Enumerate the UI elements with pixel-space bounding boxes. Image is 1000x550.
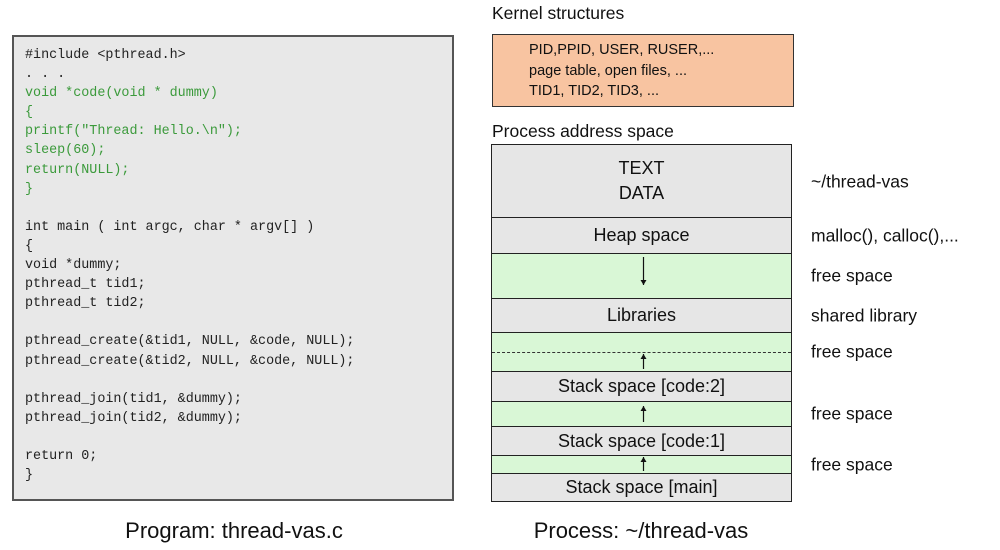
side-label-text-data: ~/thread-vas [811, 171, 909, 191]
code-line: pthread_create(&tid1, NULL, &code, NULL)… [25, 334, 355, 350]
process-address-space-title: Process address space [492, 121, 674, 141]
segment-label: TEXT DATA [618, 158, 665, 203]
code-line: int main ( int argc, char * argv[] ) [25, 219, 315, 235]
code-line: . . . [25, 67, 66, 83]
arrow-up-icon [638, 457, 649, 471]
kernel-line: page table, open files, ... [529, 62, 687, 79]
side-label-free-1: free space [811, 265, 893, 286]
code-line: pthread_join(tid2, &dummy); [25, 410, 242, 426]
segment-free-3 [492, 401, 791, 426]
segment-stack-main: Stack space [main] [492, 473, 791, 501]
side-label-free-3: free space [811, 403, 893, 424]
code-line: } [25, 468, 34, 484]
segment-label: Stack space [code:2] [557, 376, 726, 396]
code-line: #include <pthread.h> [25, 48, 186, 63]
program-caption: Program: thread-vas.c [125, 518, 343, 543]
code-line: return(NULL); [25, 162, 130, 178]
code-line: pthread_join(tid1, &dummy); [25, 391, 242, 407]
code-line: pthread_create(&tid2, NULL, &code, NULL)… [25, 353, 355, 369]
code-line [25, 428, 452, 447]
code-line: pthread_t tid2; [25, 296, 146, 312]
code-line: pthread_t tid1; [25, 277, 146, 293]
segment-label: Stack space [main] [565, 477, 718, 497]
code-line: sleep(60); [25, 143, 106, 159]
kernel-structures-box: PID,PPID, USER, RUSER,... page table, op… [492, 34, 794, 107]
segment-stack-code-2: Stack space [code:2] [492, 371, 791, 401]
process-caption: Process: ~/thread-vas [533, 518, 749, 543]
code-line: void *code(void * dummy) [25, 86, 218, 102]
code-line: void *dummy; [25, 258, 122, 274]
kernel-line: TID1, TID2, TID3, ... [529, 83, 659, 99]
segment-free-4 [492, 455, 791, 473]
arrow-down-icon [638, 257, 649, 285]
side-label-free-2: free space [811, 341, 893, 362]
code-line: { [25, 238, 34, 254]
segment-libraries: Libraries [492, 298, 791, 332]
code-panel: #include <pthread.h> . . . void *code(void… [12, 35, 454, 501]
segment-text-data: TEXT DATA [492, 145, 791, 217]
code-line [25, 371, 452, 390]
kernel-structures-title: Kernel structures [492, 3, 625, 23]
segment-free-2 [492, 332, 791, 371]
segment-heap: Heap space [492, 217, 791, 253]
code-line: printf("Thread: Hello.\n"); [25, 124, 242, 140]
side-label-free-4: free space [811, 454, 893, 474]
code-line [25, 199, 452, 218]
arrow-up-icon [638, 354, 649, 369]
kernel-line: PID,PPID, USER, RUSER,... [529, 42, 715, 58]
segment-stack-code-1: Stack space [code:1] [492, 426, 791, 455]
code-line: } [25, 181, 34, 197]
segment-label: Heap space [593, 225, 690, 245]
code-line: { [25, 105, 34, 121]
segment-label: Stack space [code:1] [557, 430, 726, 451]
side-label-heap: malloc(), calloc(),... [811, 225, 959, 245]
arrow-up-icon [638, 406, 649, 422]
code-line [25, 313, 452, 332]
segment-free-1 [492, 253, 791, 298]
free-space-divider [492, 352, 791, 353]
code-line: return 0; [25, 448, 98, 464]
segment-label: Libraries [606, 305, 677, 325]
side-label-libraries: shared library [811, 305, 918, 325]
